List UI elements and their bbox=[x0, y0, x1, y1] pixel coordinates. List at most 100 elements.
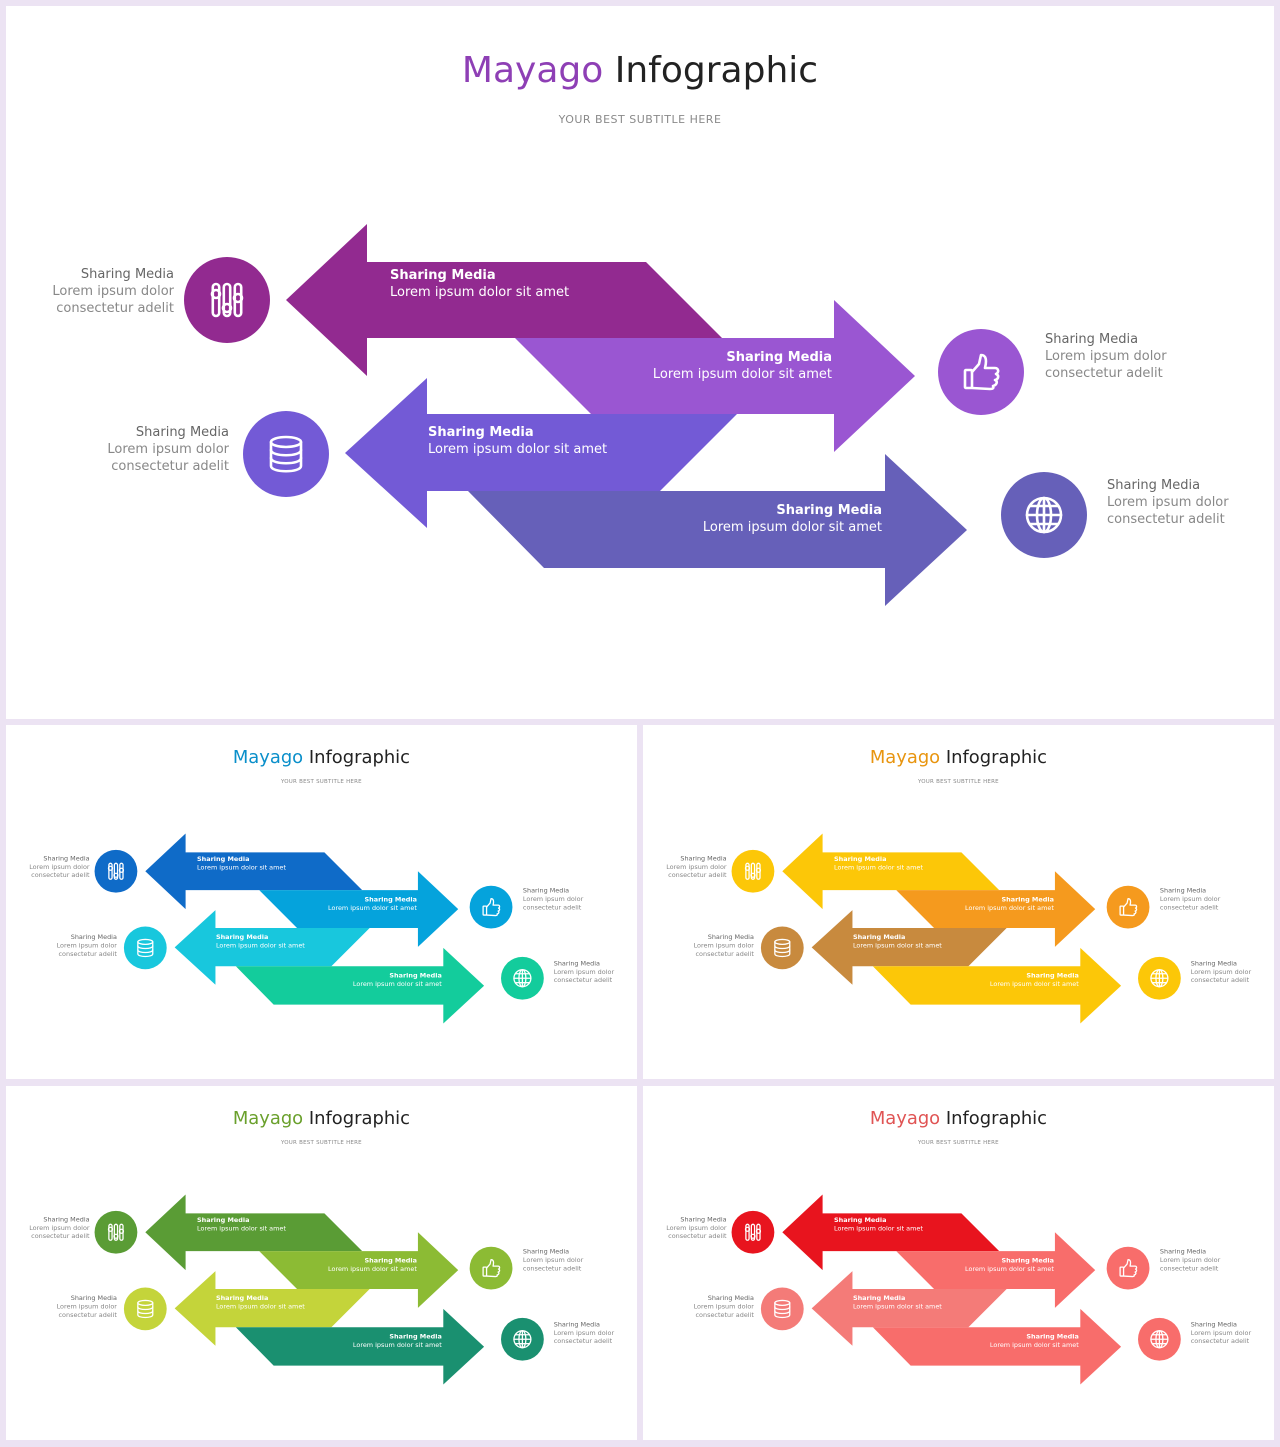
arrow-heading: Sharing Media bbox=[390, 268, 496, 283]
side-line-1: Lorem ipsum dolor bbox=[57, 941, 118, 949]
arrow-text: Lorem ipsum dolor sit amet bbox=[653, 367, 832, 382]
arrow-heading: Sharing Media bbox=[216, 933, 268, 941]
arrow-text: Lorem ipsum dolor sit amet bbox=[965, 1265, 1054, 1273]
thumbs-up-icon bbox=[1119, 897, 1138, 917]
arrow-text: Lorem ipsum dolor sit amet bbox=[197, 1224, 286, 1232]
side-heading: Sharing Media bbox=[136, 425, 229, 440]
arrow-heading: Sharing Media bbox=[364, 896, 416, 904]
arrow-shape-3 bbox=[345, 378, 737, 528]
arrow-text: Lorem ipsum dolor sit amet bbox=[216, 1302, 305, 1310]
arrow-shape-3 bbox=[811, 1271, 1007, 1346]
side-line-2: consectetur adelit bbox=[523, 904, 582, 912]
arrow-heading: Sharing Media bbox=[834, 855, 886, 863]
side-line-1: Lorem ipsum dolor bbox=[523, 895, 584, 903]
page-title: Mayago Infographic bbox=[870, 747, 1047, 768]
sliders-icon bbox=[744, 1223, 762, 1241]
arrow-heading: Sharing Media bbox=[1001, 1257, 1053, 1265]
side-heading: Sharing Media bbox=[680, 854, 726, 862]
side-heading: Sharing Media bbox=[708, 933, 754, 941]
side-line-1: Lorem ipsum dolor bbox=[1107, 495, 1229, 510]
side-heading: Sharing Media bbox=[1107, 478, 1200, 493]
arrow-shape-1 bbox=[782, 1194, 1000, 1271]
icon-circle bbox=[731, 849, 775, 893]
arrow-text: Lorem ipsum dolor sit amet bbox=[216, 941, 305, 949]
side-line-1: Lorem ipsum dolor bbox=[1160, 895, 1221, 903]
thumbs-up-icon bbox=[1119, 1258, 1138, 1278]
database-icon bbox=[774, 1299, 791, 1319]
globe-icon bbox=[513, 969, 532, 988]
side-heading: Sharing Media bbox=[71, 933, 117, 941]
page-title: Mayago Infographic bbox=[233, 1108, 410, 1129]
arrow-shape-3 bbox=[811, 910, 1007, 985]
side-line-1: Lorem ipsum dolor bbox=[1160, 1256, 1221, 1264]
globe-icon bbox=[1150, 969, 1169, 988]
side-heading: Sharing Media bbox=[1160, 1248, 1206, 1256]
icon-circle bbox=[94, 849, 138, 893]
arrow-shape-1 bbox=[145, 1194, 363, 1271]
side-line-2: consectetur adelit bbox=[668, 871, 727, 879]
side-line-1: Lorem ipsum dolor bbox=[1045, 349, 1167, 364]
arrow-text: Lorem ipsum dolor sit amet bbox=[853, 941, 942, 949]
arrow-heading: Sharing Media bbox=[776, 503, 882, 518]
arrow-shape-3 bbox=[174, 1271, 370, 1346]
side-line-1: Lorem ipsum dolor bbox=[29, 1224, 90, 1232]
arrow-heading: Sharing Media bbox=[216, 1294, 268, 1302]
title-rest: Infographic bbox=[309, 1108, 410, 1129]
title-accent: Mayago bbox=[233, 747, 303, 768]
arrow-text: Lorem ipsum dolor sit amet bbox=[990, 980, 1079, 988]
arrow-text: Lorem ipsum dolor sit amet bbox=[428, 442, 607, 457]
side-line-2: consectetur adelit bbox=[668, 1232, 727, 1240]
globe-icon bbox=[513, 1330, 532, 1349]
side-heading: Sharing Media bbox=[680, 1215, 726, 1223]
side-heading: Sharing Media bbox=[523, 887, 569, 895]
arrow-heading: Sharing Media bbox=[853, 1294, 905, 1302]
title-accent: Mayago bbox=[462, 50, 603, 91]
side-line-1: Lorem ipsum dolor bbox=[29, 863, 90, 871]
sliders-icon bbox=[107, 1223, 125, 1241]
arrow-shape-2 bbox=[259, 1232, 459, 1308]
side-heading: Sharing Media bbox=[708, 1294, 754, 1302]
arrow-shape-4 bbox=[235, 1308, 485, 1385]
side-line-1: Lorem ipsum dolor bbox=[1191, 968, 1252, 976]
icon-circle bbox=[1106, 1246, 1150, 1290]
thumbs-up-icon bbox=[482, 897, 501, 917]
icon-circle bbox=[1106, 885, 1150, 929]
side-heading: Sharing Media bbox=[81, 267, 174, 282]
side-line-1: Lorem ipsum dolor bbox=[57, 1302, 118, 1310]
arrow-heading: Sharing Media bbox=[1026, 1333, 1078, 1341]
arrow-heading: Sharing Media bbox=[834, 1216, 886, 1224]
icon-circle bbox=[184, 257, 270, 343]
arrow-shape-4 bbox=[872, 947, 1122, 1024]
arrow-shape-2 bbox=[896, 1232, 1096, 1308]
icon-circle bbox=[469, 1246, 513, 1290]
side-line-1: Lorem ipsum dolor bbox=[523, 1256, 584, 1264]
thumbs-up-icon bbox=[963, 353, 1000, 391]
side-line-2: consectetur adelit bbox=[56, 301, 174, 316]
icon-circle bbox=[731, 1210, 775, 1254]
arrow-text: Lorem ipsum dolor sit amet bbox=[965, 904, 1054, 912]
arrow-heading: Sharing Media bbox=[726, 350, 832, 365]
arrow-heading: Sharing Media bbox=[428, 425, 534, 440]
side-heading: Sharing Media bbox=[554, 1320, 600, 1328]
side-line-1: Lorem ipsum dolor bbox=[1191, 1329, 1252, 1337]
side-line-1: Lorem ipsum dolor bbox=[666, 1224, 727, 1232]
